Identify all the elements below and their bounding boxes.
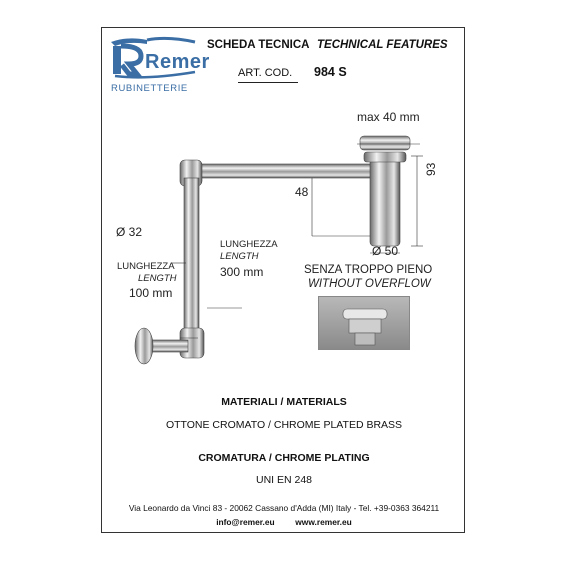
length-300-it: LUNGHEZZA bbox=[220, 239, 278, 250]
plating-value: UNI EN 248 bbox=[255, 474, 313, 486]
length-300-value: 300 mm bbox=[220, 265, 264, 279]
vertical-pipe bbox=[183, 177, 200, 349]
dim-max-40: max 40 mm bbox=[357, 110, 420, 124]
waste-inset-photo bbox=[318, 296, 410, 350]
waste-head bbox=[359, 135, 411, 151]
length-100-en: LENGTH bbox=[138, 273, 177, 284]
trap-body bbox=[369, 155, 401, 247]
overflow-en: WITHOUT OVERFLOW bbox=[308, 278, 431, 290]
upper-pipe bbox=[183, 163, 375, 179]
waste-inset-image bbox=[342, 308, 388, 346]
art-cod-underline bbox=[238, 82, 298, 83]
company-address: Via Leonardo da Vinci 83 - 20062 Cassano… bbox=[128, 503, 440, 513]
overflow-it: SENZA TROPPO PIENO bbox=[304, 264, 433, 276]
dim-93: 93 bbox=[424, 162, 438, 176]
footer-email[interactable]: info@remer.eu bbox=[216, 517, 275, 527]
length-300-en: LENGTH bbox=[220, 251, 259, 262]
bottle-trap-drawing bbox=[134, 135, 423, 365]
length-100-value: 100 mm bbox=[129, 286, 173, 300]
footer-contacts: info@remer.eu www.remer.eu bbox=[102, 517, 466, 527]
materials-value: OTTONE CROMATO / CHROME PLATED BRASS bbox=[165, 419, 403, 431]
dim-50: Ø 50 bbox=[372, 244, 399, 258]
dim-48: 48 bbox=[295, 185, 309, 199]
footer-website[interactable]: www.remer.eu bbox=[295, 517, 352, 527]
scheda-tecnica-label: SCHEDA TECNICA bbox=[207, 39, 310, 51]
remer-logo: Remer RUBINETTERIE bbox=[107, 36, 209, 96]
remer-logo-mark bbox=[111, 36, 196, 79]
art-code-value: 984 S bbox=[314, 65, 347, 79]
technical-features-label: TECHNICAL FEATURES bbox=[317, 39, 448, 51]
materials-title: MATERIALI / MATERIALS bbox=[221, 396, 347, 408]
art-cod-label: ART. COD. bbox=[238, 67, 293, 79]
wall-flange bbox=[134, 327, 154, 365]
logo-subtitle: RUBINETTERIE bbox=[111, 83, 188, 94]
length-100-it: LUNGHEZZA bbox=[117, 261, 175, 272]
logo-brand: Remer bbox=[145, 51, 210, 73]
spec-sheet: Remer RUBINETTERIE SCHEDA TECNICA TECHNI… bbox=[101, 27, 465, 533]
plating-title: CROMATURA / CHROME PLATING bbox=[198, 452, 370, 464]
dim-32: Ø 32 bbox=[116, 225, 143, 239]
